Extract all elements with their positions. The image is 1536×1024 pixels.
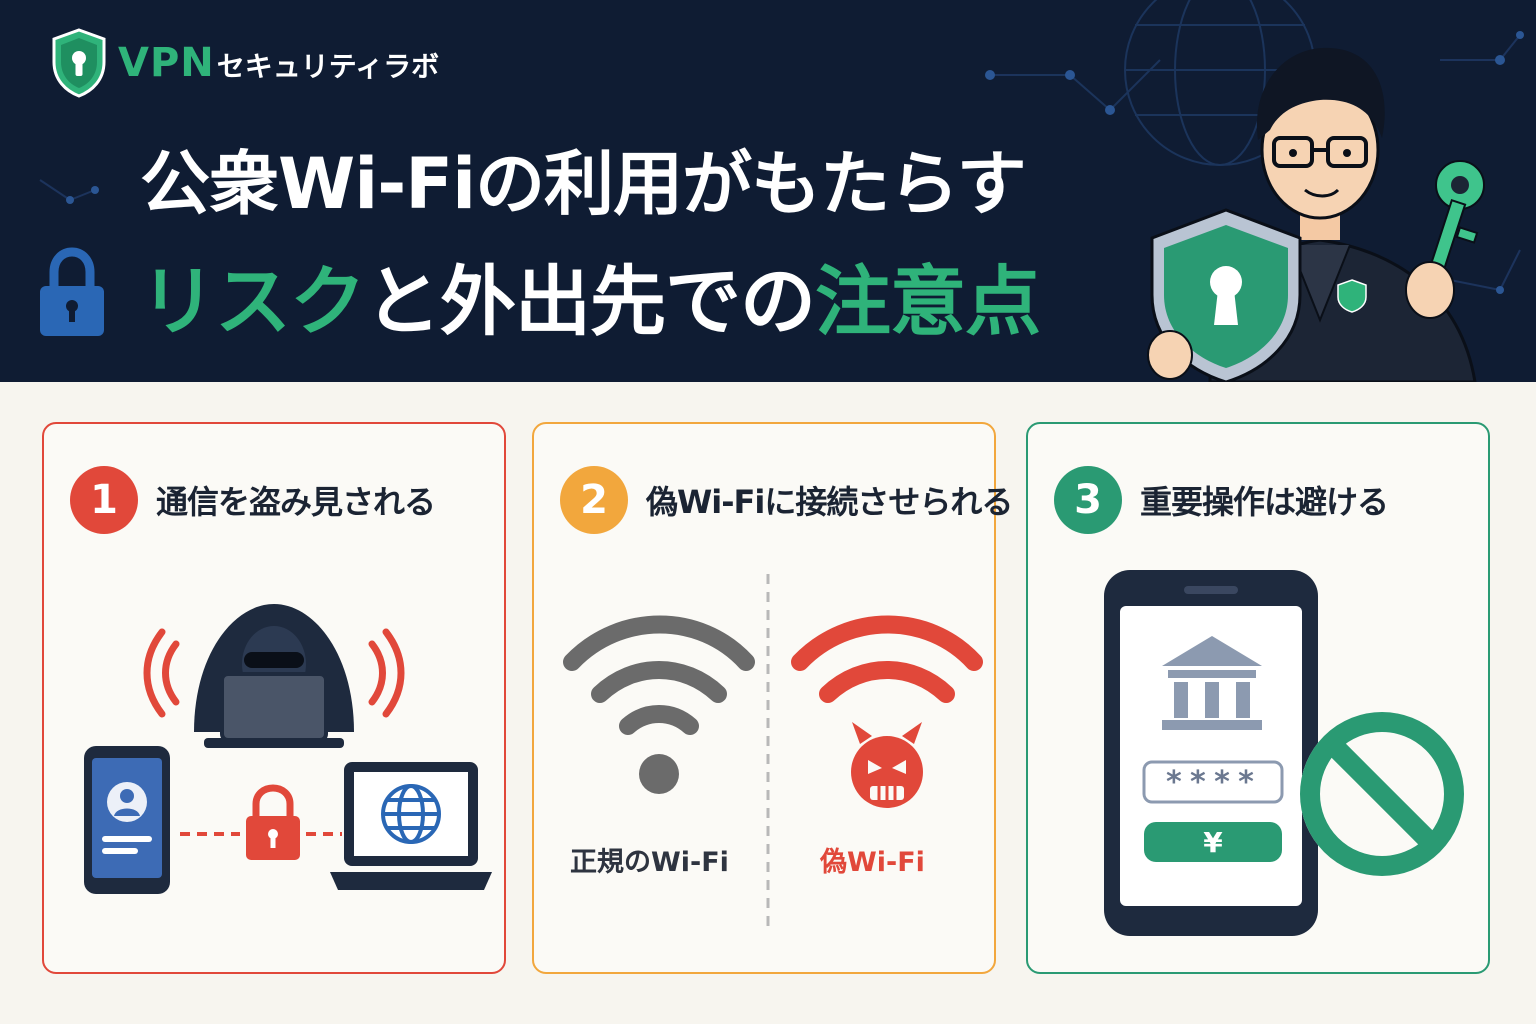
card-header: 2 偽Wi-Fiに接続させられる	[560, 466, 1013, 534]
step-number-badge: 2	[560, 466, 628, 534]
header-banner: VPN セキュリティラボ 公衆Wi-Fiの利用がもたらす リスクと外出先での注意…	[0, 0, 1536, 382]
signal-wave-left-inner	[162, 640, 180, 706]
title-middle-text: と外出先での	[365, 257, 816, 346]
fake-wifi-icon	[791, 615, 983, 703]
bank-icon	[1162, 636, 1262, 730]
brand-name-rest: セキュリティラボ	[216, 50, 440, 83]
smartphone-icon	[1104, 570, 1318, 936]
card-header: 3 重要操作は避ける	[1054, 466, 1389, 534]
brand-name-accent: VPN	[118, 40, 215, 86]
prohibited-icon	[1300, 712, 1464, 876]
devil-icon	[851, 722, 923, 808]
risk-card-fake-wifi: 2 偽Wi-Fiに接続させられる 正規のWi-Fi	[532, 422, 1013, 974]
title-risk-highlight: リスク	[140, 257, 366, 346]
fake-wifi-label: 偽Wi-Fi	[820, 847, 925, 878]
network-background-decoration	[39, 0, 1524, 294]
smartphone-icon	[84, 746, 170, 894]
yen-symbol: ¥	[1203, 826, 1223, 859]
banking-prohibited-illustration: **** ¥	[1104, 570, 1464, 936]
card-title: 重要操作は避ける	[1140, 483, 1389, 521]
risk-card-eavesdropping: 1 通信を盗み見される	[42, 422, 506, 974]
card-title: 通信を盗み見される	[156, 483, 436, 521]
payment-button	[1144, 822, 1282, 862]
hacker-icon	[194, 604, 354, 748]
password-mask: ****	[1165, 765, 1261, 800]
signal-wave-right-outer	[382, 628, 405, 718]
legit-vs-fake-wifi-illustration	[563, 574, 983, 934]
brand-logo[interactable]: VPN セキュリティラボ	[50, 28, 439, 98]
signal-wave-left-outer	[143, 628, 166, 718]
step-number-badge: 1	[70, 466, 138, 534]
legit-wifi-label: 正規のWi-Fi	[570, 847, 729, 878]
password-field	[1142, 760, 1284, 804]
padlock-icon	[246, 784, 300, 860]
eavesdropping-illustration	[84, 604, 492, 894]
page-title-line2: リスクと外出先での注意点	[140, 240, 1041, 350]
page-title-line1: 公衆Wi-Fiの利用がもたらす	[140, 143, 1027, 225]
step-number-badge: 3	[1054, 466, 1122, 534]
card-title: 偽Wi-Fiに接続させられる	[646, 483, 1013, 521]
padlock-icon	[40, 247, 104, 336]
shield-keyhole-icon	[52, 28, 106, 98]
mascot-with-shield-and-key	[1147, 47, 1485, 382]
risk-card-avoid-important-operations: 3 重要操作は避ける **** ¥	[1026, 422, 1490, 974]
laptop-globe-icon	[330, 762, 492, 890]
signal-wave-right-inner	[368, 640, 386, 706]
legit-wifi-icon	[563, 615, 755, 735]
card-header: 1 通信を盗み見される	[70, 466, 436, 534]
title-caution-highlight: 注意点	[815, 257, 1041, 346]
